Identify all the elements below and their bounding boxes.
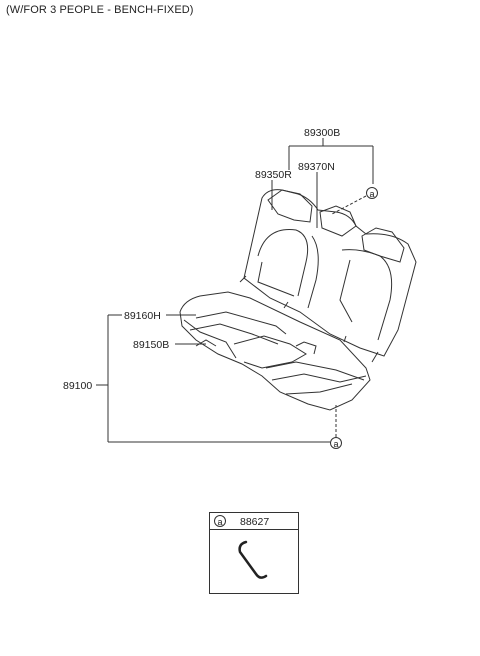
- leader-89300B: [288, 138, 374, 184]
- label-89300B: 89300B: [304, 127, 341, 139]
- legend-header: a 88627: [210, 513, 298, 530]
- legend-part-number: 88627: [240, 516, 270, 528]
- leader-a-top: [331, 195, 367, 215]
- seat-cushion: [179, 291, 371, 411]
- page-title: (W/FOR 3 PEOPLE - BENCH-FIXED): [6, 4, 194, 16]
- legend-box: a 88627: [209, 512, 299, 594]
- leader-89100: [96, 314, 330, 443]
- label-89100: 89100: [63, 380, 93, 392]
- clip-88627-shape: [238, 540, 268, 579]
- callout-a-top: a: [366, 187, 378, 199]
- label-89370N: 89370N: [298, 161, 335, 173]
- label-89350R: 89350R: [255, 169, 292, 181]
- label-89160H: 89160H: [124, 310, 161, 322]
- callout-a-bottom: a: [330, 437, 342, 449]
- label-89150B: 89150B: [133, 339, 170, 351]
- legend-marker: a: [214, 515, 226, 527]
- seat-back: [239, 189, 417, 363]
